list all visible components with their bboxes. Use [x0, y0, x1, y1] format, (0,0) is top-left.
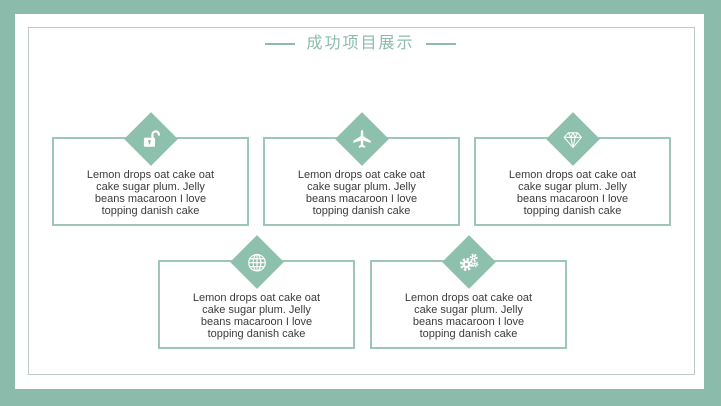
project-card-4: Lemon drops oat cake oat cake sugar plum…	[158, 235, 355, 349]
slide-title-row: 成功项目展示	[0, 35, 721, 53]
unlock-icon-glyph	[139, 128, 162, 151]
gem-icon-glyph	[561, 128, 584, 151]
globe-icon-glyph	[245, 251, 268, 274]
airplane-icon-glyph	[350, 128, 373, 151]
page-title: 成功项目展示	[306, 35, 415, 52]
project-card-text: Lemon drops oat cake oat cake sugar plum…	[404, 291, 533, 340]
unlock-icon	[123, 112, 178, 166]
project-card-2: Lemon drops oat cake oat cake sugar plum…	[263, 112, 460, 226]
airplane-icon	[334, 112, 389, 166]
gears-icon-glyph	[457, 251, 480, 274]
title-right-dash	[425, 43, 456, 45]
project-card-text: Lemon drops oat cake oat cake sugar plum…	[508, 168, 637, 217]
project-card-5: Lemon drops oat cake oat cake sugar plum…	[370, 235, 567, 349]
project-card-text: Lemon drops oat cake oat cake sugar plum…	[86, 168, 215, 217]
project-card-text: Lemon drops oat cake oat cake sugar plum…	[297, 168, 426, 217]
globe-icon	[229, 235, 284, 289]
title-left-dash	[265, 43, 296, 45]
project-card-3: Lemon drops oat cake oat cake sugar plum…	[474, 112, 671, 226]
gears-icon	[441, 235, 496, 289]
project-card-text: Lemon drops oat cake oat cake sugar plum…	[192, 291, 321, 340]
project-card-1: Lemon drops oat cake oat cake sugar plum…	[52, 112, 249, 226]
gem-icon	[545, 112, 600, 166]
